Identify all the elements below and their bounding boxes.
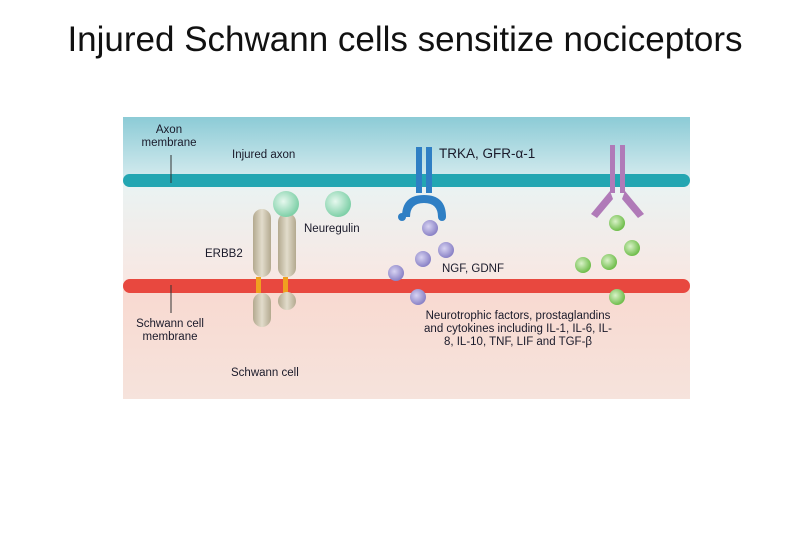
schwann-region (123, 285, 690, 399)
ngf-gdnf-label: NGF, GDNF (442, 263, 504, 275)
slide-title: Injured Schwann cells sensitize nocicept… (67, 20, 743, 59)
axon-region (123, 117, 690, 181)
erbb2-label: ERBB2 (205, 248, 243, 260)
schwann-cell-label: Schwann cell (231, 367, 299, 379)
neurotrophic-factors-label: Neurotrophic factors, prostaglandins and… (424, 310, 612, 348)
trka-label: TRKA, GFR-α-1 (439, 146, 536, 161)
ngf-gdnf-particles (388, 220, 454, 305)
diagram-canvas (123, 117, 690, 399)
schwann-axon-diagram: Axon membrane Injured axon TRKA, GFR-α-1… (123, 117, 690, 399)
neuregulin-bound (273, 191, 299, 217)
injured-axon-label: Injured axon (232, 149, 296, 161)
axon-membrane (123, 174, 690, 187)
neuregulin-free (325, 191, 351, 217)
extracellular-gap (123, 181, 690, 285)
neuregulin-label: Neuregulin (304, 223, 360, 235)
schwann-cell-membrane (123, 279, 690, 293)
cytokine-particles (575, 215, 640, 305)
schwann-membrane-label: Schwann cell membrane (136, 318, 204, 343)
erbb2-receptor (253, 209, 296, 327)
purple-receptor (591, 145, 644, 218)
axon-membrane-label: Axon membrane (141, 124, 197, 149)
trka-receptor (398, 147, 446, 221)
